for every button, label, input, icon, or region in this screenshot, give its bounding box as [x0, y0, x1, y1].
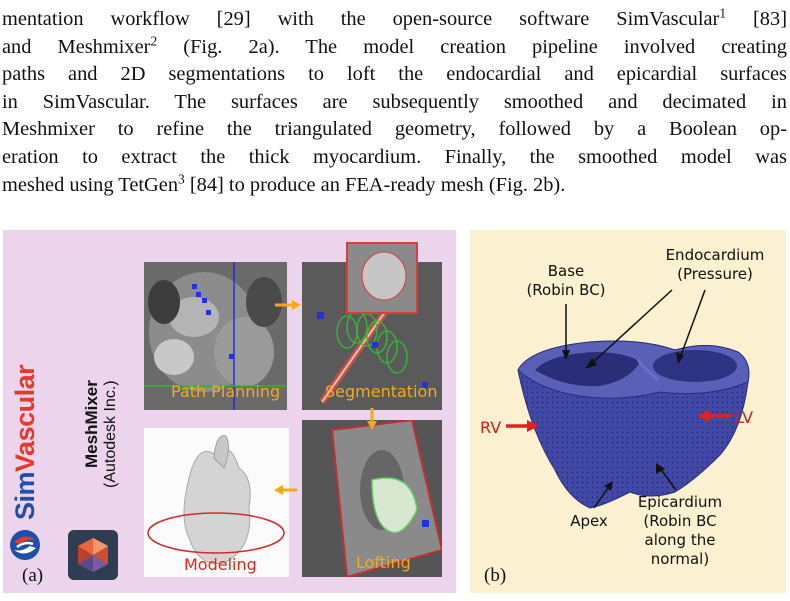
modeling-label: Modeling	[184, 555, 257, 574]
path-planning-image	[144, 262, 287, 410]
base-label: Base(Robin BC)	[526, 262, 606, 299]
lv-label: LV	[735, 408, 754, 427]
path-planning-label: Path Planning	[171, 382, 281, 401]
segmentation-label: Segmentation	[325, 382, 438, 401]
panel-a-label: (a)	[22, 565, 44, 586]
lofting-image	[302, 420, 442, 577]
apex-pointer-line	[593, 484, 611, 509]
panel-b-label: (b)	[484, 565, 507, 586]
epicardium-pointer-head	[656, 463, 665, 474]
lv-pointer-head	[697, 410, 709, 422]
simvascular-logo-icon	[10, 530, 40, 560]
rv-label: RV	[480, 418, 502, 437]
apex-pointer-head	[604, 481, 613, 491]
rv-pointer-head	[527, 420, 539, 432]
endocardium-pointer-line-rv	[589, 289, 673, 366]
endocardium-label: Endocardium(Pressure)	[665, 246, 765, 283]
endocardium-pointer-line-lv	[679, 289, 706, 359]
paragraph-line-6: eration to extract the thick myocardium.…	[2, 145, 787, 168]
segmentation-inset-image	[346, 242, 418, 314]
heart-mesh-illustration	[517, 340, 750, 509]
meshmixer-logo-icon	[68, 530, 118, 580]
epicardium-label: Epicardium (Robin BC along the normal)	[637, 493, 723, 568]
endocardium-pointer-head-lv	[676, 352, 684, 364]
paragraph-line-4: in SimVascular. The surfaces are subsequ…	[2, 90, 787, 113]
modeling-image	[144, 428, 289, 577]
heart-lv-cavity	[653, 350, 737, 382]
paragraph-line-3: paths and 2D segmentations to loft the e…	[2, 63, 787, 86]
arrowhead-path-to-segmentation	[292, 300, 301, 310]
paragraph-line-5: Meshmixer to refine the triangulated geo…	[2, 118, 787, 141]
paragraph-line-1: mentation workflow [29] with the open-so…	[2, 5, 787, 30]
lofting-label: Lofting	[356, 553, 411, 572]
body-paragraph: mentation workflow [29] with the open-so…	[2, 6, 787, 199]
apex-label: Apex	[570, 512, 608, 530]
base-pointer-head	[562, 350, 570, 360]
endocardium-pointer-head-rv	[585, 358, 597, 369]
paragraph-line-7: meshed using TetGen3 [84] to produce an …	[2, 171, 566, 196]
epicardium-pointer-line	[659, 467, 677, 491]
arrowhead-segmentation-to-lofting	[367, 421, 377, 430]
heart-rv-cavity	[535, 352, 640, 387]
paragraph-line-2: and Meshmixer2 (Fig. 2a). The model crea…	[2, 33, 787, 58]
arrowhead-lofting-to-modeling	[274, 485, 283, 495]
